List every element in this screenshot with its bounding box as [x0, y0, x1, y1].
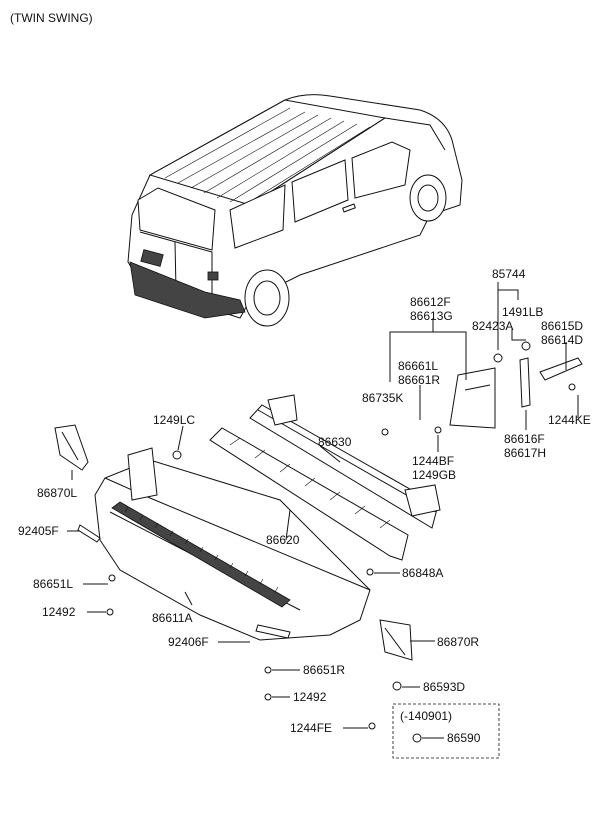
range-note: (-140901) — [400, 709, 452, 723]
label-86616F: 86616F — [504, 432, 545, 446]
clip-86848A — [366, 568, 374, 576]
screw-1244BF — [434, 426, 442, 434]
label-1244FE: 1244FE — [290, 721, 332, 735]
label-86651L: 86651L — [33, 577, 73, 591]
label-86612F: 86612F — [410, 295, 451, 309]
fasteners — [106, 341, 576, 743]
bracket-86615D — [539, 357, 583, 381]
label-86630: 86630 — [318, 435, 352, 449]
part-labels: 85744 86612F 86613G 1491LB 82423A 86615D… — [18, 267, 591, 745]
label-86593D: 86593D — [423, 680, 465, 694]
screw-12492-left — [106, 608, 114, 616]
label-85744: 85744 — [492, 267, 526, 281]
label-86613G: 86613G — [410, 309, 453, 323]
stay-right-86870R — [379, 619, 413, 661]
label-1491LB: 1491LB — [502, 305, 543, 319]
label-1249LC: 1249LC — [153, 413, 195, 427]
bumper-beam — [249, 394, 441, 529]
variant-note: (TWIN SWING) — [10, 11, 93, 25]
label-92406F: 92406F — [168, 635, 209, 649]
label-86870R: 86870R — [437, 635, 479, 649]
label-12492-left: 12492 — [42, 605, 76, 619]
clip-86735K — [381, 428, 389, 436]
van-illustration — [127, 94, 463, 327]
label-92405F: 92405F — [18, 524, 59, 538]
screw-1244KE — [568, 383, 576, 391]
label-86617H: 86617H — [504, 446, 546, 460]
bracket-86651R — [264, 666, 272, 674]
label-1244BF: 1244BF — [412, 454, 454, 468]
grommet-1491LB — [521, 341, 531, 351]
bumper-cover — [77, 447, 371, 641]
label-86661L: 86661L — [398, 359, 438, 373]
range-box — [392, 703, 500, 759]
washer-82423A — [493, 353, 503, 363]
bolt-1244FE — [368, 722, 376, 730]
label-86590: 86590 — [447, 731, 481, 745]
leader-lines — [67, 282, 579, 739]
label-86611A: 86611A — [152, 611, 192, 625]
label-86620: 86620 — [266, 533, 300, 547]
energy-absorber — [209, 427, 409, 561]
label-86615D: 86615D — [541, 319, 583, 333]
screw-12492-bottom — [264, 693, 272, 701]
label-82423A: 82423A — [472, 319, 513, 333]
label-86848A: 86848A — [402, 566, 443, 580]
label-86870L: 86870L — [37, 486, 77, 500]
label-86614D: 86614D — [541, 333, 583, 347]
label-1244KE: 1244KE — [548, 413, 591, 427]
label-86735K: 86735K — [362, 391, 403, 405]
label-1249GB: 1249GB — [412, 468, 456, 482]
rear-corner-bracket — [449, 367, 496, 429]
label-12492-bottom: 12492 — [293, 690, 327, 704]
bracket-86651L — [108, 574, 116, 582]
label-86651R: 86651R — [303, 663, 345, 677]
label-86661R: 86661R — [398, 373, 440, 387]
stay-left-86870L — [54, 424, 89, 471]
mudguard-86616F — [519, 357, 531, 408]
clip-1249LC — [172, 450, 182, 460]
nut-86593D — [392, 681, 402, 691]
nut-86590 — [412, 733, 422, 743]
